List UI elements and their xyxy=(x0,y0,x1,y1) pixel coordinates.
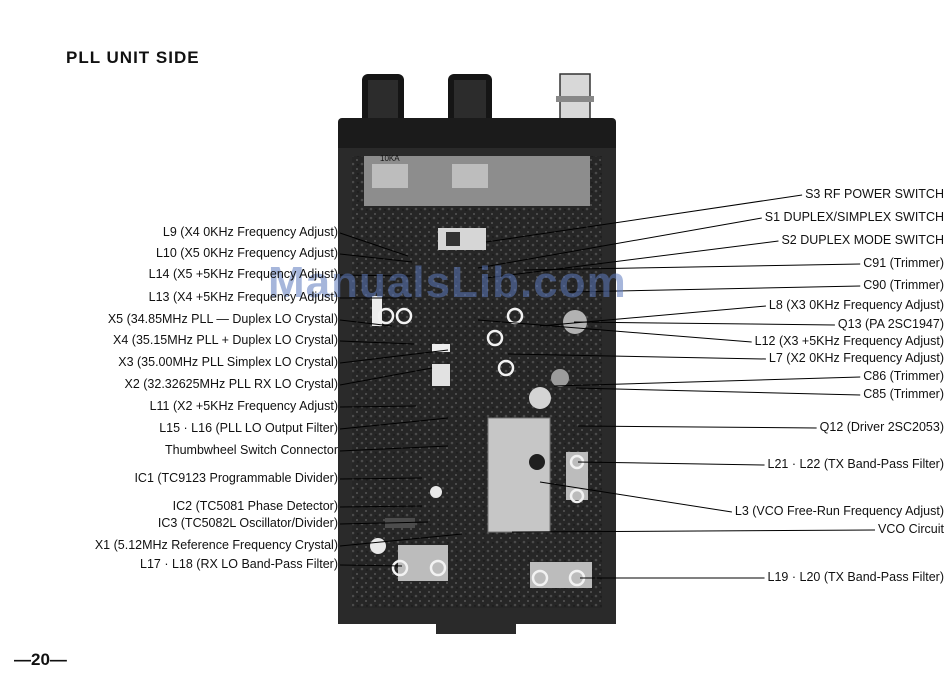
callout-left-15: L17 · L18 (RX LO Band-Pass Filter) xyxy=(140,557,338,571)
callout-left-14: X1 (5.12MHz Reference Frequency Crystal) xyxy=(94,538,338,552)
callout-right-13: L3 (VCO Free-Run Frequency Adjust) xyxy=(734,504,944,518)
watermark: ManualsLib.com xyxy=(268,258,627,307)
callout-left-10: Thumbwheel Switch Connector xyxy=(165,443,338,457)
callout-right-5: L8 (X3 0KHz Frequency Adjust) xyxy=(768,298,944,312)
callout-left-11: IC1 (TC9123 Programmable Divider) xyxy=(134,471,338,485)
callout-right-9: C86 (Trimmer) xyxy=(863,369,944,383)
knob-left xyxy=(362,74,404,130)
photo-label: 10KA xyxy=(380,154,400,163)
knob-right xyxy=(448,74,492,130)
callout-left-1: L10 (X5 0KHz Frequency Adjust) xyxy=(155,246,338,260)
callout-right-1: S1 DUPLEX/SIMPLEX SWITCH xyxy=(764,210,944,224)
callout-right-0: S3 RF POWER SWITCH xyxy=(805,187,944,201)
callout-left-8: L11 (X2 +5KHz Frequency Adjust) xyxy=(149,399,338,413)
callout-left-12: IC2 (TC5081 Phase Detector) xyxy=(172,499,338,513)
callout-right-2: S2 DUPLEX MODE SWITCH xyxy=(781,233,944,247)
callout-right-12: L21 · L22 (TX Band-Pass Filter) xyxy=(767,457,944,471)
callout-right-3: C91 (Trimmer) xyxy=(863,256,944,270)
callout-left-3: L13 (X4 +5KHz Frequency Adjust) xyxy=(148,290,338,304)
callout-right-4: C90 (Trimmer) xyxy=(863,278,944,292)
page-heading: PLL UNIT SIDE xyxy=(66,48,200,67)
callout-left-4: X5 (34.85MHz PLL — Duplex LO Crystal) xyxy=(107,312,338,326)
callout-left-0: L9 (X4 0KHz Frequency Adjust) xyxy=(162,225,338,239)
callout-right-7: L12 (X3 +5KHz Frequency Adjust) xyxy=(754,334,944,348)
callout-left-5: X4 (35.15MHz PLL + Duplex LO Crystal) xyxy=(113,333,338,347)
callout-right-14: VCO Circuit xyxy=(878,522,944,536)
callout-left-13: IC3 (TC5082L Oscillator/Divider) xyxy=(157,516,338,530)
callout-left-9: L15 · L16 (PLL LO Output Filter) xyxy=(159,421,338,435)
callout-right-11: Q12 (Driver 2SC2053) xyxy=(819,420,944,434)
callout-right-8: L7 (X2 0KHz Frequency Adjust) xyxy=(768,351,944,365)
callout-right-10: C85 (Trimmer) xyxy=(863,387,944,401)
callout-left-6: X3 (35.00MHz PLL Simplex LO Crystal) xyxy=(118,355,338,369)
callout-right-6: Q13 (PA 2SC1947) xyxy=(837,317,944,331)
callout-left-7: X2 (32.32625MHz PLL RX LO Crystal) xyxy=(124,377,338,391)
callout-left-2: L14 (X5 +5KHz Frequency Adjust) xyxy=(148,267,338,281)
page-number: —20— xyxy=(14,650,67,669)
callout-right-15: L19 · L20 (TX Band-Pass Filter) xyxy=(767,570,944,584)
